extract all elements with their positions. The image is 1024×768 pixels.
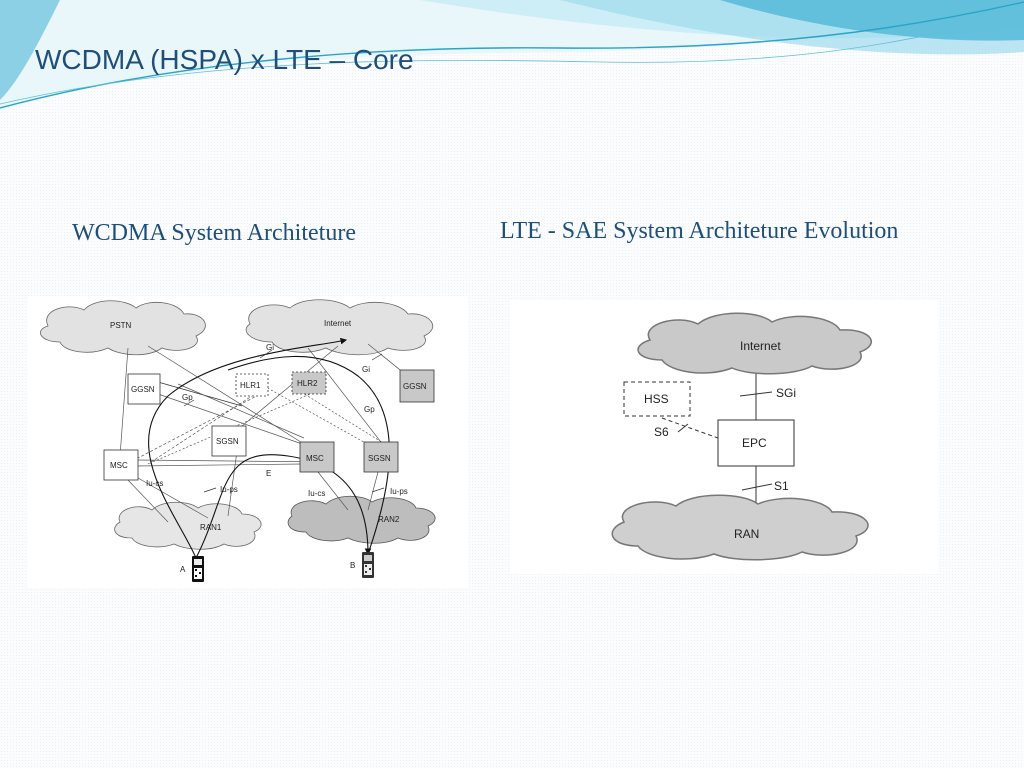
internet-label: Internet bbox=[324, 319, 352, 328]
hlr2-node: HLR2 bbox=[291, 371, 327, 395]
epc-label: EPC bbox=[742, 436, 767, 450]
sgsn1-label: SGSN bbox=[216, 437, 239, 446]
interface-sgi: SGi bbox=[776, 386, 796, 400]
msc2-label: MSC bbox=[306, 454, 324, 463]
sgsn2-node: SGSN bbox=[363, 441, 399, 473]
interface-iucs-2: Iu-cs bbox=[308, 489, 325, 498]
wcdma-heading: WCDMA System Architeture bbox=[72, 220, 356, 246]
ran1-label: RAN1 bbox=[200, 523, 222, 532]
lte-heading: LTE - SAE System Architeture Evolution bbox=[500, 218, 899, 244]
hlr2-label: HLR2 bbox=[297, 379, 318, 388]
lte-ran-label: RAN bbox=[734, 527, 759, 541]
lte-sae-architecture-diagram: Internet RAN HSS EPC SGi S6 S1 bbox=[510, 300, 938, 574]
interface-s6: S6 bbox=[654, 425, 669, 439]
msc1-node: MSC bbox=[103, 449, 139, 481]
slide-title: WCDMA (HSPA) x LTE – Core bbox=[35, 44, 414, 75]
lte-internet-cloud: Internet bbox=[637, 312, 872, 375]
hlr1-node: HLR1 bbox=[235, 373, 269, 397]
interface-gi-1: Gi bbox=[266, 343, 274, 352]
interface-gp-1: Gp bbox=[182, 393, 193, 402]
pstn-cloud: PSTN bbox=[39, 300, 206, 356]
msc2-node: MSC bbox=[299, 441, 335, 473]
lte-internet-label: Internet bbox=[740, 339, 781, 353]
ggsn2-node: GGSN bbox=[399, 369, 435, 403]
interface-iucs-1: Iu-cs bbox=[146, 479, 163, 488]
interface-iups-2: Iu-ps bbox=[390, 487, 408, 496]
terminal-b-label: B bbox=[350, 561, 355, 570]
ggsn1-label: GGSN bbox=[131, 385, 155, 394]
terminal-a-label: A bbox=[180, 565, 186, 574]
hss-label: HSS bbox=[644, 392, 669, 406]
wcdma-architecture-diagram: PSTN Internet RAN1 RAN2 bbox=[28, 296, 468, 588]
terminal-b: B bbox=[350, 552, 374, 578]
pstn-label: PSTN bbox=[110, 321, 132, 330]
interface-s1: S1 bbox=[774, 479, 789, 493]
interface-gp-2: Gp bbox=[364, 405, 375, 414]
ran2-label: RAN2 bbox=[378, 515, 400, 524]
lte-ran-cloud: RAN bbox=[611, 494, 869, 561]
terminal-a: A bbox=[180, 556, 204, 582]
msc1-label: MSC bbox=[110, 461, 128, 470]
header-swoosh bbox=[0, 0, 1024, 110]
interface-e: E bbox=[266, 469, 271, 478]
ran1-cloud: RAN1 bbox=[114, 501, 262, 550]
ggsn2-label: GGSN bbox=[403, 382, 427, 391]
interface-iups-1: Iu-ps bbox=[220, 485, 238, 494]
sgsn1-node: SGSN bbox=[211, 425, 247, 457]
interface-gi-2: Gi bbox=[362, 365, 370, 374]
sgsn2-label: SGSN bbox=[368, 454, 391, 463]
ggsn1-node: GGSN bbox=[127, 373, 161, 405]
epc-node: EPC bbox=[717, 419, 795, 467]
hlr1-label: HLR1 bbox=[240, 381, 261, 390]
hss-node: HSS bbox=[623, 381, 691, 417]
